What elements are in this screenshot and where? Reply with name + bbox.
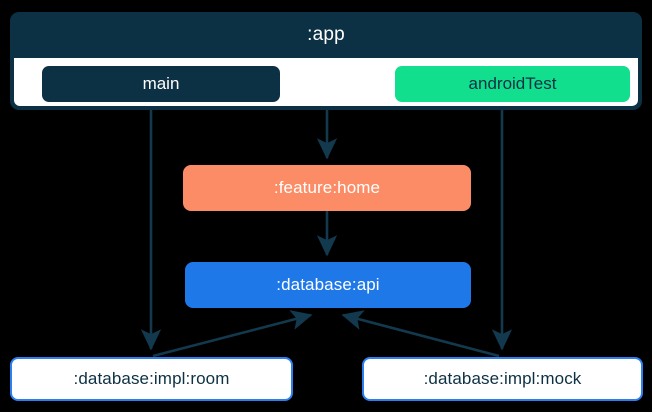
node-feature-home[interactable]: :feature:home bbox=[183, 165, 471, 211]
edge-database-impl-room-to-database-api bbox=[152, 310, 313, 358]
source-set-main[interactable]: main bbox=[42, 66, 280, 102]
cluster-app[interactable]: :app main androidTest bbox=[10, 12, 642, 110]
edge-database-impl-mock-to-database-api bbox=[341, 310, 500, 358]
source-set-androidtest[interactable]: androidTest bbox=[395, 66, 630, 102]
cluster-app-sourceset-container: main androidTest bbox=[14, 58, 638, 106]
node-database-api[interactable]: :database:api bbox=[185, 262, 471, 308]
node-database-impl-room[interactable]: :database:impl:room bbox=[10, 357, 293, 401]
node-database-impl-mock[interactable]: :database:impl:mock bbox=[362, 357, 643, 401]
cluster-app-title: :app bbox=[307, 24, 345, 45]
